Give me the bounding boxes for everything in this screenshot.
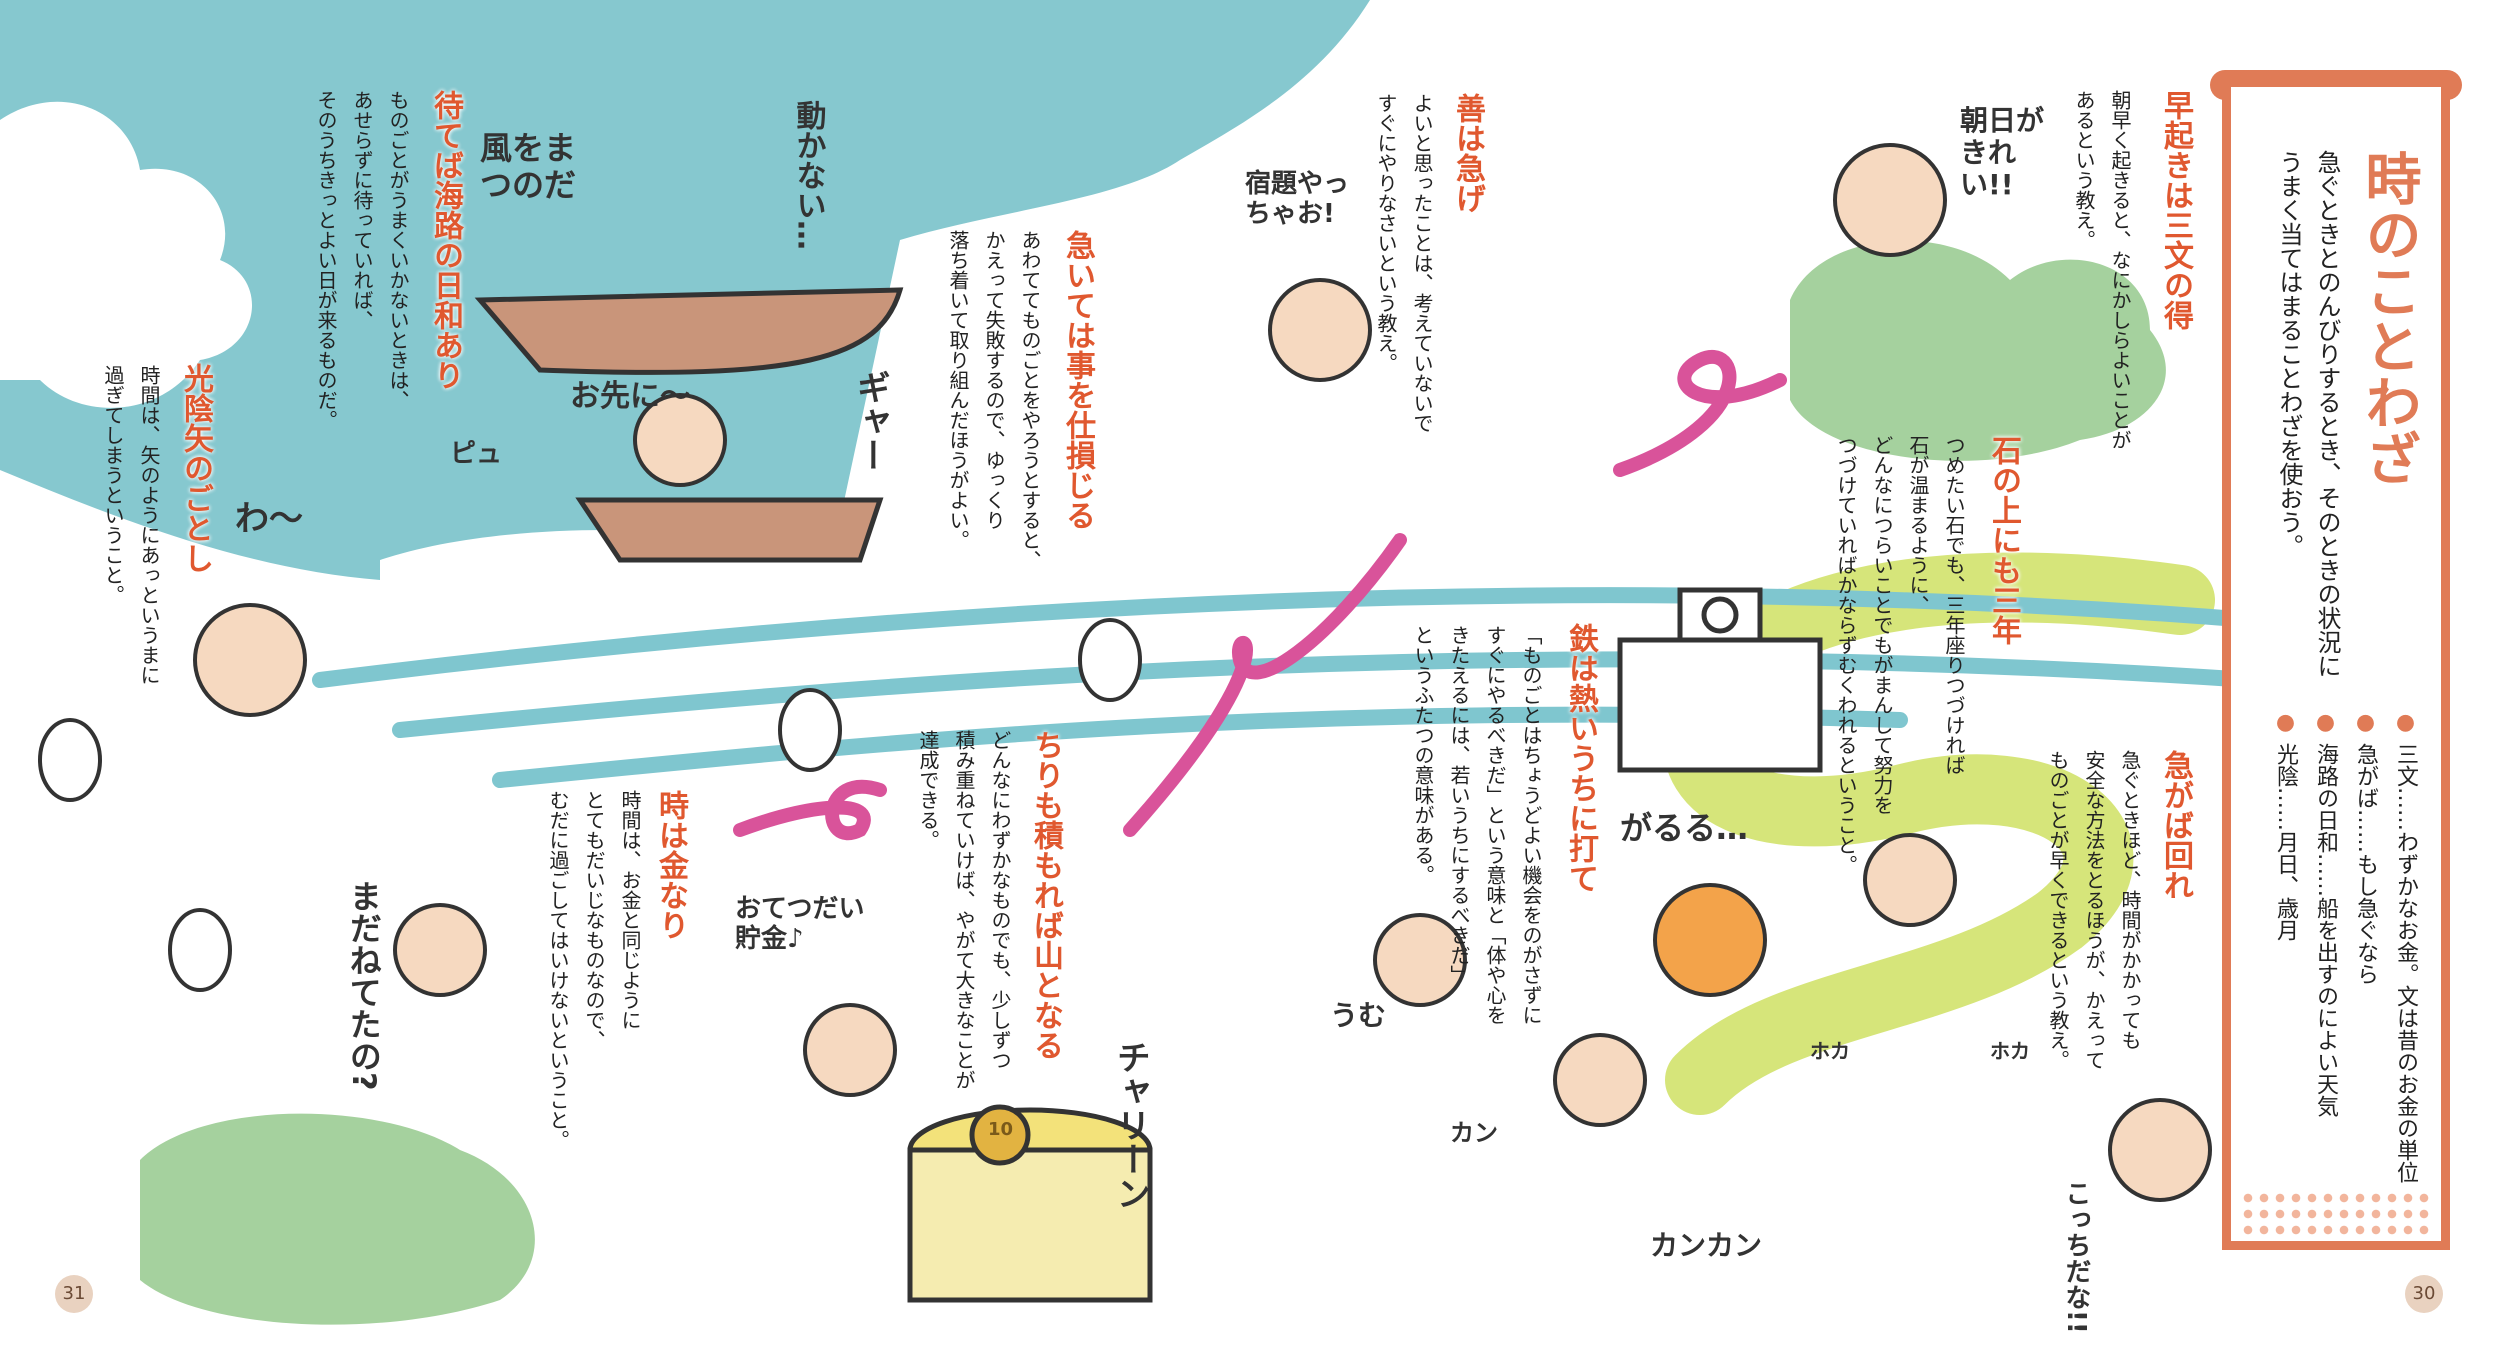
proverb-text-hayaoki: 朝早く起きると、なにかしらよいことが あるという教え。: [2072, 90, 2132, 450]
proverb-title-toki: 時は金なり: [653, 790, 688, 940]
glossary: 三文……わずかなお金。文は昔のお金の単位 急がば……もし急ぐなら 海路の日和………: [2262, 710, 2422, 1183]
proverb-title-isogaba: 急がば回れ: [2158, 750, 2193, 900]
proverb-title-chiri: ちりも積もれば山となる: [1028, 730, 1063, 1060]
school-building: [1617, 587, 1823, 773]
page-lead: 急ぐときとのんびりするとき、そのときの状況に うまく当てはまることわざを使おう。: [2275, 150, 2341, 678]
speech-shukudai: 宿題やっちゃお!: [1245, 169, 1350, 229]
speech-mada: まだねてたの?: [344, 880, 383, 1091]
clock-icons: [38, 618, 1142, 992]
lime-path: [1662, 552, 2215, 1115]
characters: [193, 143, 2212, 1202]
speech-kocchi: こっちだな!!: [2060, 1180, 2091, 1334]
page-title: 時のことわざ: [2356, 150, 2421, 486]
proverb-text-ishi: つめたい石でも、三年座りつづければ 石が温まるように、 どんなにつらいことでもが…: [1834, 435, 1966, 875]
cloud: [0, 101, 253, 408]
sfx-kankan: カンカン: [1650, 1229, 1763, 1262]
proverb-title-zen: 善は急げ: [1450, 93, 1485, 213]
sfx-hoka-left: ホカ: [1810, 1039, 1850, 1063]
speech-osaki: お先に〜: [570, 379, 690, 414]
proverb-title-tetsu: 鉄は熱いうちに打て: [1563, 623, 1598, 893]
proverb-title-hayaoki: 早起きは三文の得: [2158, 90, 2193, 330]
coin-jar: [907, 1104, 1153, 1303]
speech-kaze: 風をまつのだ: [480, 129, 577, 204]
boat: [474, 287, 904, 563]
proverb-text-koin: 時間は、矢のようにあっというまに 過ぎてしまうということ。: [101, 365, 161, 685]
page-number-left: 31: [55, 1275, 93, 1313]
speech-ugokanai: 動かない…: [790, 100, 826, 250]
proverb-text-mateba: ものごとがうまくいかないときは、 あせらずに待っていれば、 そのうちきっとよい日…: [314, 90, 410, 430]
proverb-text-toki: 時間は、お金と同じように とてもだいじなものなので、 むだに過ごしてはいけないと…: [546, 790, 642, 1150]
glossary-item: 海路の日和……船を出すのによい天気: [2308, 710, 2342, 1183]
green-blob-top: [1790, 240, 2166, 461]
sfx-kan: カン: [1450, 1119, 1498, 1147]
proverb-title-ishi: 石の上にも三年: [1986, 435, 2021, 645]
sfx-umu: うむ: [1330, 999, 1387, 1032]
sfx-hoka-right: ホカ: [1990, 1039, 2030, 1063]
sfx-wa: わ〜: [235, 499, 303, 539]
proverb-title-seite: 急いては事を仕損じる: [1060, 230, 1095, 530]
proverb-title-mateba: 待てば海路の日和あり: [428, 90, 463, 390]
speech-asahi: 朝日がきれい!!: [1960, 104, 2045, 202]
sfx-chariin: チャリーン: [1110, 1040, 1151, 1210]
dot-pattern: [2240, 1190, 2432, 1240]
proverb-text-chiri: どんなにわずかなものでも、少しずつ 積み重ねていけば、やがて大きなことが 達成で…: [916, 730, 1012, 1090]
page-number-right: 30: [2405, 1275, 2443, 1313]
glossary-item: 光陰……月日、歳月: [2268, 710, 2302, 1183]
glossary-item: 急がば……もし急ぐなら: [2348, 710, 2382, 1183]
proverb-title-koin: 光陰矢のごとし: [178, 363, 213, 573]
proverb-text-tetsu: 「ものごとはちょうどよい機会をのがさずに すぐにやるべきだ」という意味と「体や心…: [1411, 625, 1543, 1025]
proverb-text-isogaba: 急ぐときほど、時間がかかっても 安全な方法をとるほうが、かえって ものごとが早く…: [2046, 750, 2142, 1070]
sfx-gya: ギャー: [850, 370, 891, 472]
coin-label: 10: [988, 1119, 1014, 1140]
pink-arrows: [733, 349, 1787, 841]
proverb-text-zen: よいと思ったことは、考えていないで すぐにやりなさいという教え。: [1374, 93, 1434, 433]
sfx-pyu: ピュ: [450, 439, 503, 469]
green-blob-bottom: [140, 1113, 535, 1325]
proverb-text-seite: あわててものごとをやろうとすると、 かえって失敗するので、ゆっくり 落ち着いて取…: [946, 230, 1042, 570]
speech-chokin: おてつだい貯金♪: [735, 894, 865, 954]
sfx-garuru: がるる…: [1620, 809, 1749, 847]
glossary-item: 三文……わずかなお金。文は昔のお金の単位: [2388, 710, 2422, 1183]
